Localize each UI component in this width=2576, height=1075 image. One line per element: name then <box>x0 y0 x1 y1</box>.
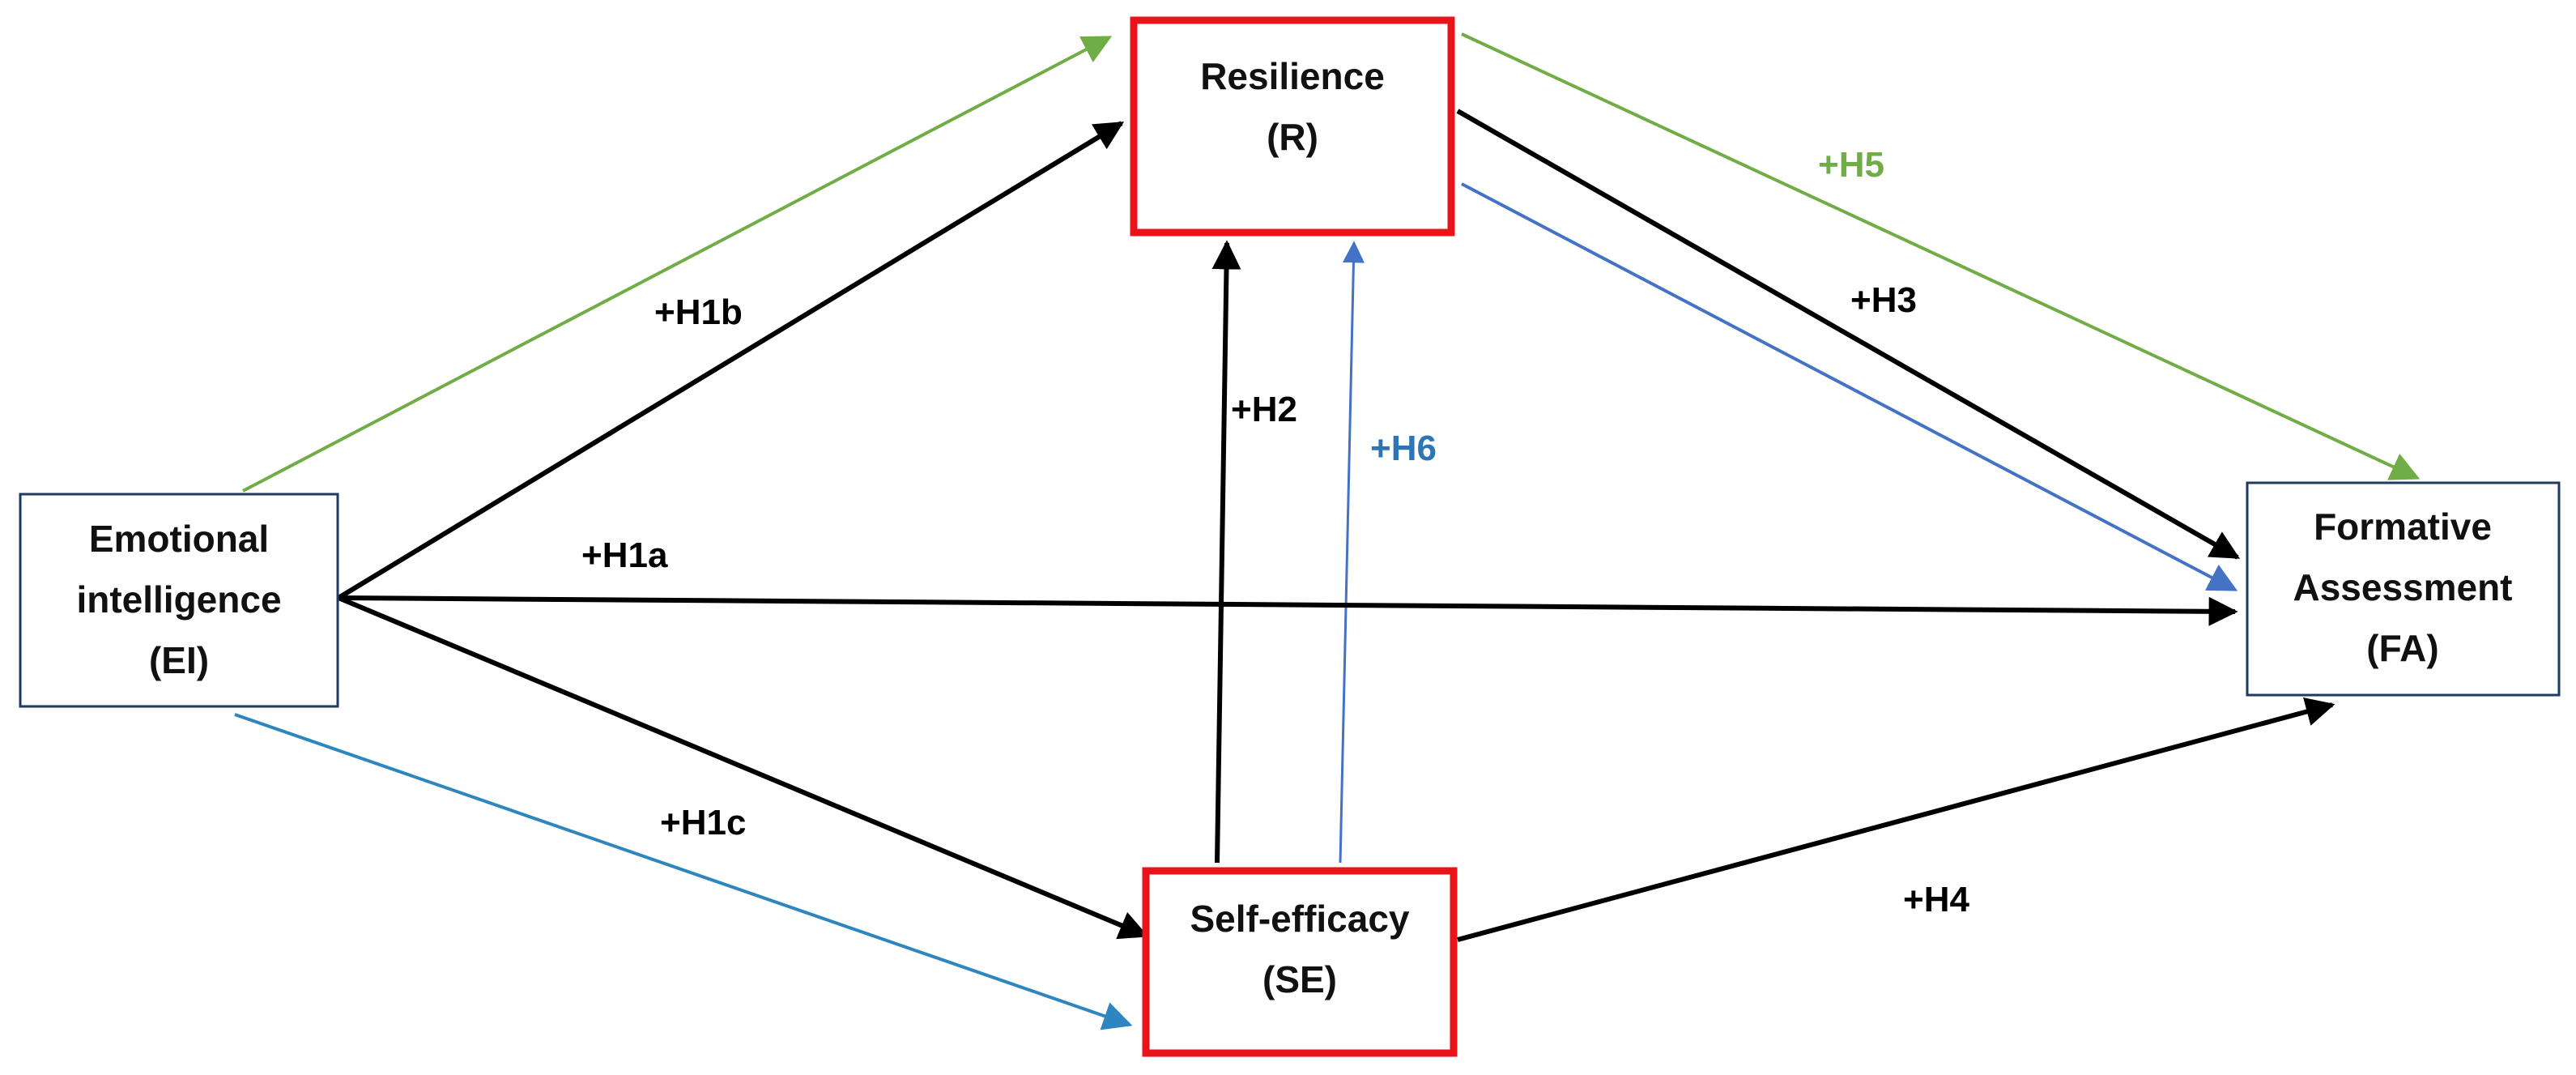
node-resilience: Resilience (R) <box>1130 16 1455 237</box>
label-h5: +H5 <box>1818 145 1884 185</box>
edge-r-to-fa-green-path <box>1461 32 2421 480</box>
edge-h1a-ei-to-fa <box>338 595 2238 626</box>
node-fa-line1: Formative <box>2314 506 2492 548</box>
edge-r-to-fa-blue-path <box>1461 182 2238 591</box>
edge-h1b-ei-to-r <box>337 121 1125 600</box>
label-h1a: +H1a <box>581 535 668 575</box>
edge-h1c-ei-to-se <box>337 595 1149 940</box>
node-ei-line2: intelligence <box>76 578 281 621</box>
edge-ei-to-r-green-path <box>242 36 1113 493</box>
node-formative-assessment: Formative Assessment (FA) <box>2246 481 2561 697</box>
node-ei-line3: (EI) <box>149 639 209 681</box>
node-fa-line2: Assessment <box>2293 566 2512 608</box>
node-self-efficacy: Self-efficacy (SE) <box>1142 867 1458 1057</box>
node-se-line1: Self-efficacy <box>1190 898 1409 940</box>
edge-se-to-r-blue-path <box>1339 241 1365 864</box>
label-h1b: +H1b <box>654 292 743 332</box>
node-r-line2: (R) <box>1267 116 1318 158</box>
node-ei-line1: Emotional <box>89 518 269 560</box>
node-r-line1: Resilience <box>1200 55 1385 97</box>
label-h4: +H4 <box>1903 880 1969 919</box>
label-h3: +H3 <box>1850 280 1917 320</box>
edge-ei-to-se-blue-path <box>234 713 1133 1030</box>
node-emotional-intelligence: Emotional intelligence (EI) <box>19 493 339 708</box>
label-h6: +H6 <box>1370 429 1437 468</box>
label-h2: +H2 <box>1231 390 1297 429</box>
edge-h3-r-to-fa <box>1456 109 2241 560</box>
node-se-line2: (SE) <box>1262 958 1337 1000</box>
node-fa-line3: (FA) <box>2366 627 2438 669</box>
edge-h2-se-to-r <box>1211 240 1241 864</box>
label-h1c: +H1c <box>660 803 746 843</box>
edge-h4-se-to-fa <box>1457 697 2335 942</box>
